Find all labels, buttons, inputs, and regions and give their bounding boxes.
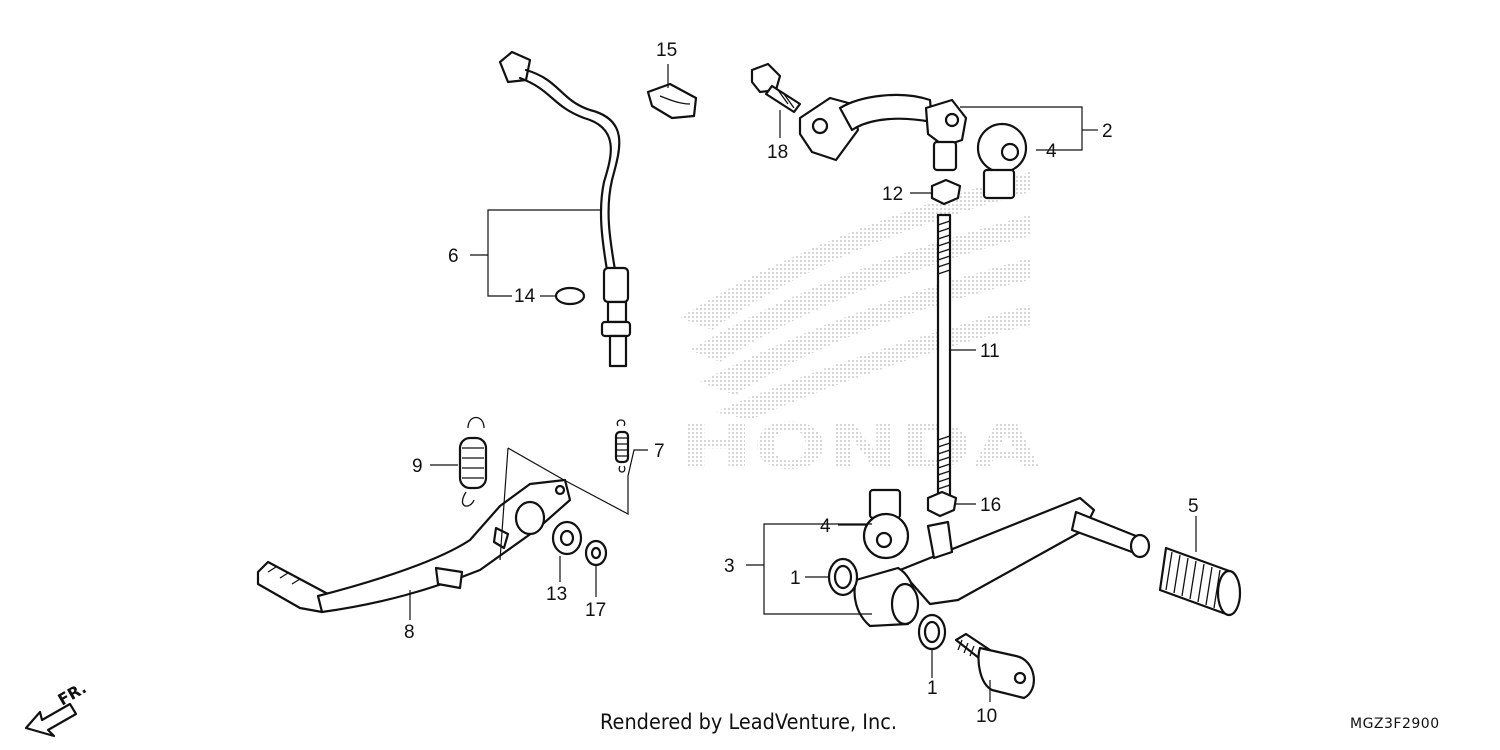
part-8-brake-pedal bbox=[256, 478, 572, 614]
part-15-clamp bbox=[646, 82, 698, 120]
direction-label: FR. bbox=[55, 678, 90, 709]
callout-15: 15 bbox=[656, 40, 677, 61]
part-5-pedal-rubber bbox=[1158, 546, 1242, 617]
part-10-pivot-bolt bbox=[954, 632, 1035, 700]
callout-7: 7 bbox=[654, 441, 665, 462]
callout-16: 16 bbox=[980, 495, 1001, 516]
callout-1-upper: 1 bbox=[790, 568, 801, 589]
callout-4-lower: 4 bbox=[820, 516, 831, 537]
callout-12: 12 bbox=[882, 184, 903, 205]
render-credit: Rendered by LeadVenture, Inc. bbox=[600, 710, 897, 734]
callout-9: 9 bbox=[412, 456, 423, 477]
part-9-spring bbox=[458, 416, 488, 507]
part-2-shift-arm bbox=[798, 93, 968, 172]
callout-6: 6 bbox=[448, 246, 459, 267]
part-3-shift-pedal bbox=[853, 496, 1151, 628]
honda-wordmark: HONDA bbox=[680, 410, 1040, 483]
part-1-seal-upper bbox=[827, 557, 859, 597]
callout-10: 10 bbox=[976, 706, 997, 727]
callout-17: 17 bbox=[585, 600, 606, 621]
callout-18: 18 bbox=[767, 142, 788, 163]
honda-wing-watermark: HONDA bbox=[680, 172, 1040, 483]
callout-4-upper: 4 bbox=[1046, 141, 1057, 162]
leader-lines bbox=[409, 64, 1197, 702]
part-18-bolt bbox=[750, 62, 802, 114]
front-direction-arrow: FR. bbox=[24, 678, 90, 738]
part-17-clip bbox=[584, 539, 608, 567]
part-16-nut bbox=[926, 490, 958, 518]
callout-11: 11 bbox=[980, 341, 1000, 362]
callout-5: 5 bbox=[1188, 496, 1199, 517]
diagram-code: MGZ3F2900 bbox=[1350, 716, 1440, 732]
callout-2: 2 bbox=[1102, 121, 1113, 142]
part-6-cable-assembly bbox=[498, 50, 632, 368]
callout-labels: 15 18 2 4 12 6 14 11 9 7 16 5 4 3 1 13 1… bbox=[404, 40, 1199, 727]
part-1-seal-lower bbox=[917, 613, 947, 651]
callout-8: 8 bbox=[404, 622, 415, 643]
part-11-threaded-rod bbox=[936, 213, 952, 497]
callout-3: 3 bbox=[724, 556, 735, 577]
part-4-joint-upper bbox=[976, 122, 1028, 200]
part-7-spring bbox=[614, 419, 630, 473]
callout-13: 13 bbox=[546, 584, 567, 605]
part-4-joint-lower bbox=[862, 488, 910, 560]
callout-14: 14 bbox=[514, 286, 536, 307]
callout-1-lower: 1 bbox=[927, 678, 938, 699]
part-12-nut bbox=[930, 178, 962, 206]
part-14-clip bbox=[554, 286, 586, 306]
part-13-washer bbox=[551, 520, 583, 556]
